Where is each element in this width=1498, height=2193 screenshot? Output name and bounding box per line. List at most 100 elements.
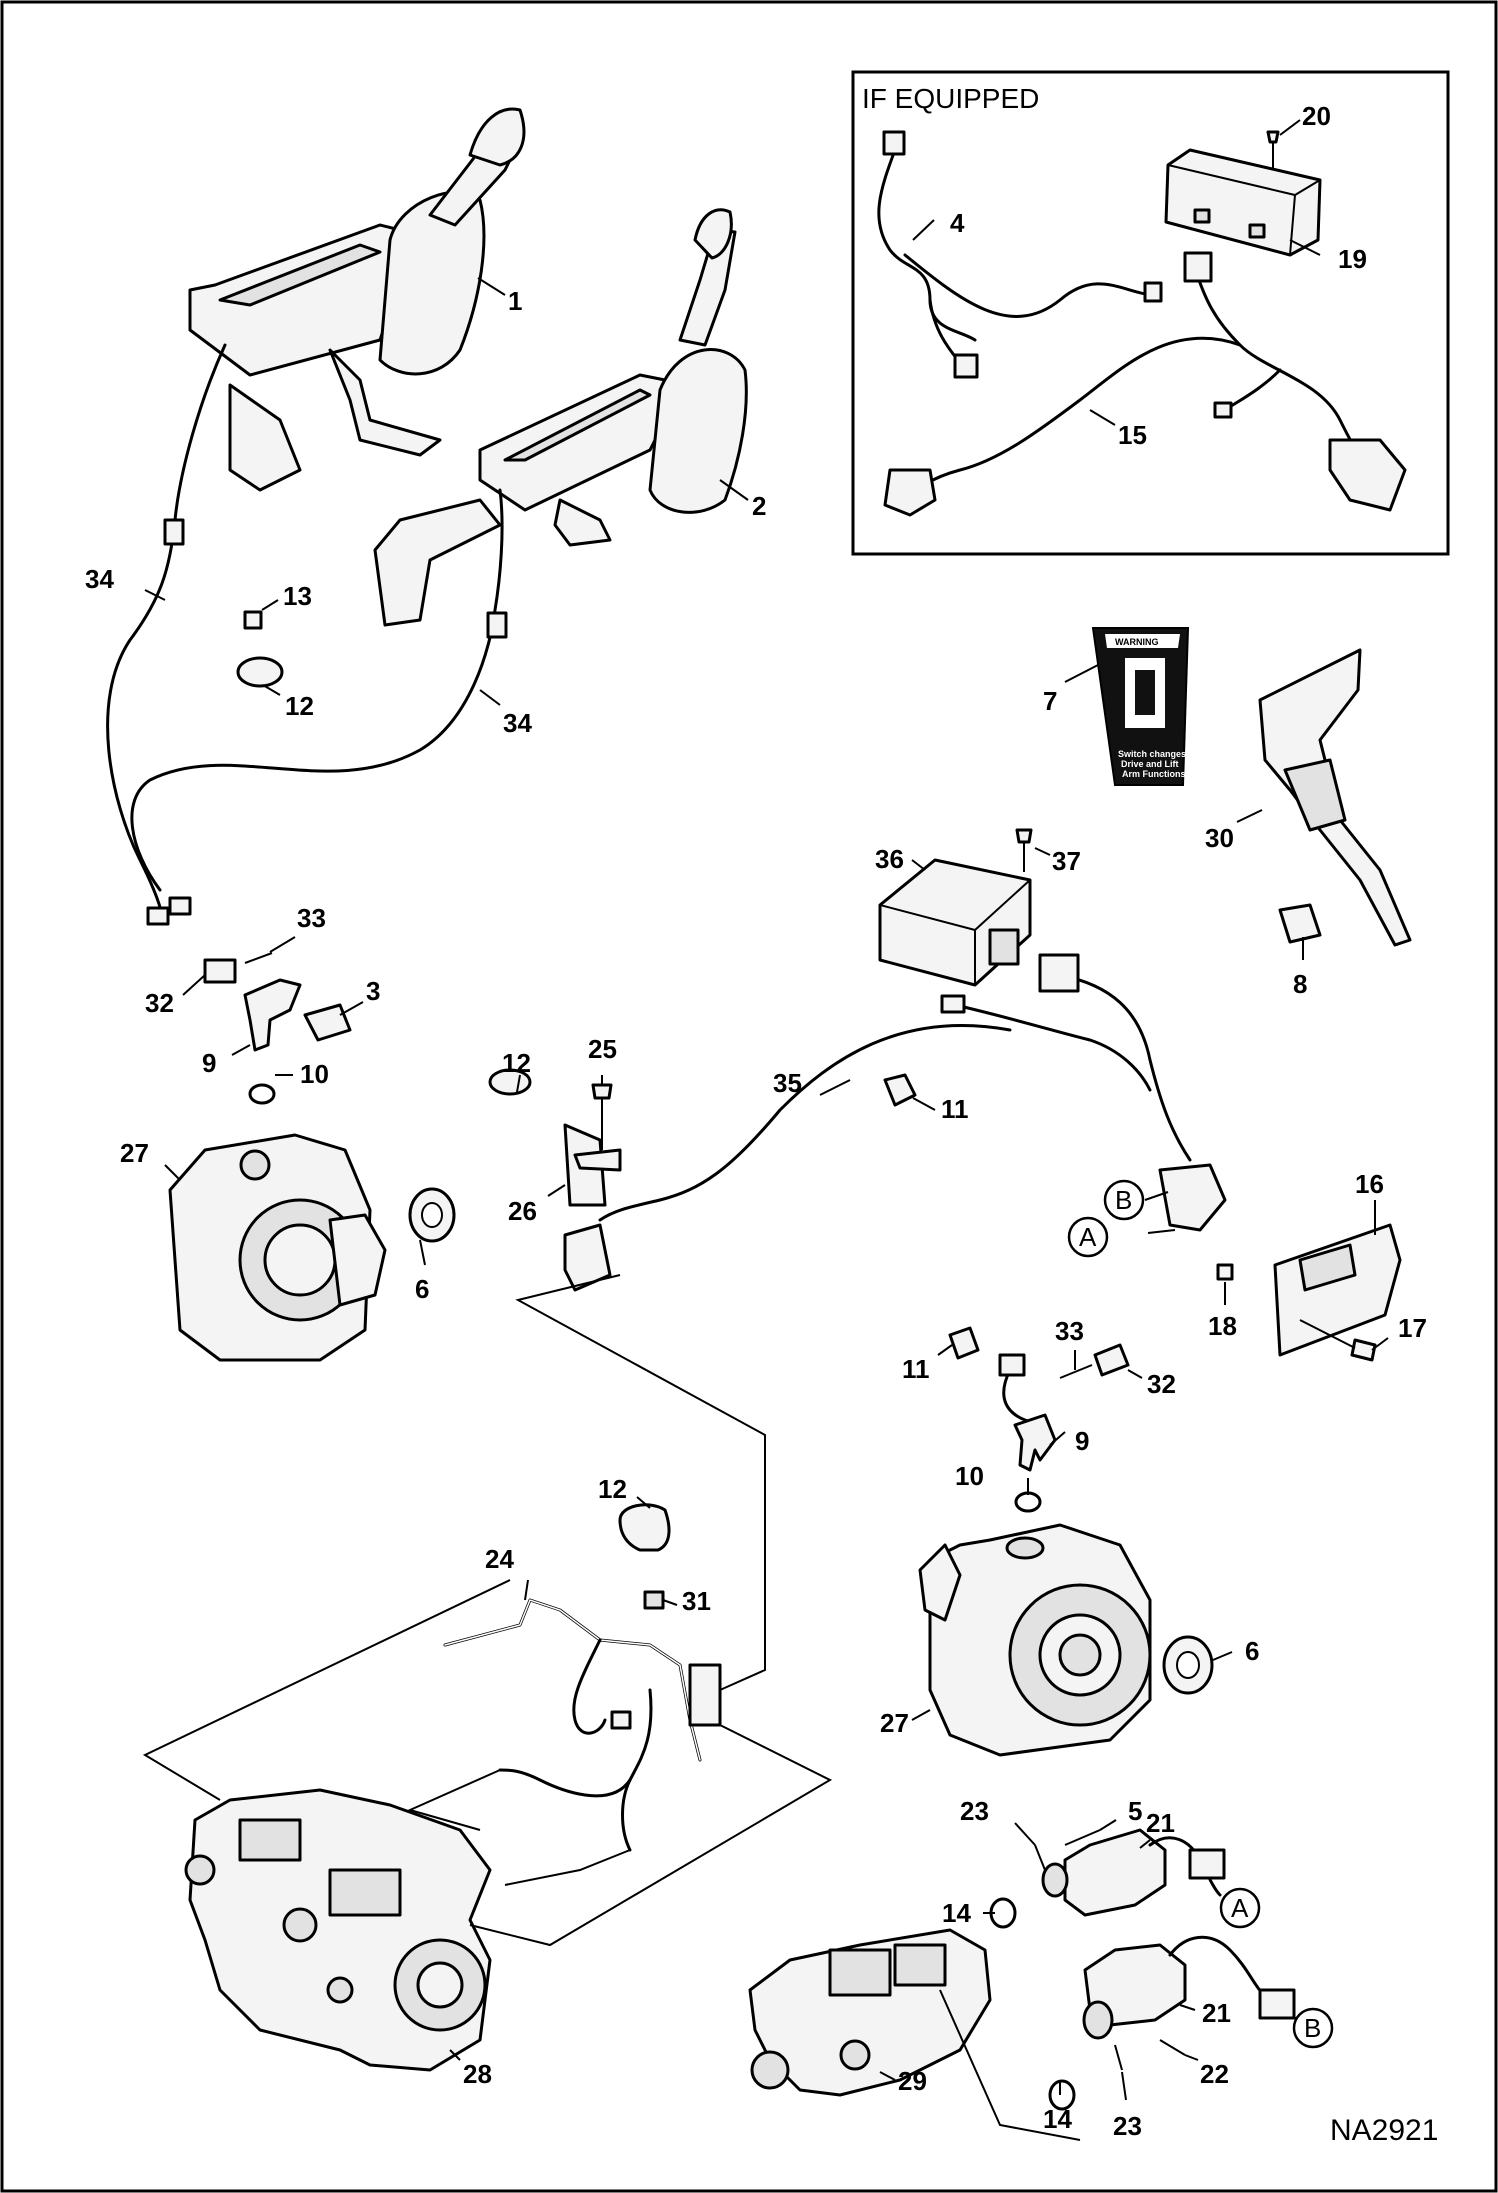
leader-1 [477, 277, 506, 296]
harness-34-right [130, 488, 504, 892]
callout-36: 36 [875, 844, 904, 874]
callout-11-lower: 11 [902, 1354, 930, 1384]
motor-27-left-sprocket [328, 1213, 387, 1307]
leader-13 [261, 599, 279, 611]
callout-22: 22 [1200, 2059, 1229, 2089]
harness-34-end-1 [146, 906, 170, 926]
joystick-2-top-panel [503, 388, 652, 462]
harness-24-trunk-inner [444, 1599, 701, 1761]
harness-35-connector-small [940, 994, 966, 1014]
leader-6-left [419, 1239, 426, 1266]
callout-26: 26 [508, 1196, 537, 1226]
leader-2 [719, 479, 749, 501]
connector-32-right [1093, 1343, 1130, 1377]
motor-27-right [918, 1523, 1152, 1757]
seal-6-right-hole [1176, 1651, 1200, 1679]
routing-lines [142, 1274, 1081, 2141]
callout-19: 19 [1338, 244, 1367, 274]
harness-4-branch [877, 148, 977, 342]
leader-letter-b-upper [1144, 1191, 1169, 1201]
controller-36 [878, 858, 1032, 987]
leader-37 [1034, 847, 1051, 856]
leader-letter-a-upper [1147, 1229, 1176, 1234]
leader-32-left [182, 974, 206, 996]
solenoid-21-lower-connector [1258, 1988, 1296, 2020]
harness-15-connector-mid [1213, 401, 1233, 419]
letter-circle-a-lower [1219, 1887, 1261, 1929]
harness-24-branch-2 [498, 1688, 653, 1798]
leader-7 [1064, 664, 1099, 683]
leader-4 [912, 219, 935, 241]
harness-34-connector-left [163, 518, 185, 546]
callout-12-upper: 12 [285, 691, 314, 721]
callout-14-lower: 14 [1043, 2104, 1072, 2134]
callout-31: 31 [682, 1586, 711, 1616]
callout-18: 18 [1208, 1311, 1237, 1341]
harness-15-connector-left [883, 468, 937, 517]
callouts: 1 2 3 4 5 6 6 7 8 9 9 10 10 11 11 12 12 … [85, 101, 1427, 2141]
callout-17: 17 [1398, 1313, 1427, 1343]
clamp-12-upper [236, 656, 284, 688]
letter-a-lower: A [1231, 1893, 1249, 1923]
callout-10-left: 10 [300, 1059, 329, 1089]
harness-35-connector-group [1158, 1163, 1227, 1232]
o-ring-10-right [1014, 1491, 1042, 1513]
callout-23-upper: 23 [960, 1796, 989, 1826]
leader-29 [879, 2071, 896, 2081]
callout-2: 2 [752, 491, 766, 521]
bracket-16 [1273, 1223, 1402, 1357]
solenoid-21-upper [1063, 1828, 1167, 1917]
module-19-tab [1193, 208, 1211, 224]
callout-23-lower: 23 [1113, 2111, 1142, 2141]
callout-34-right: 34 [503, 708, 532, 738]
route-24-to-pump-28-b [407, 1769, 501, 1831]
decal-7-warning-bar [1105, 634, 1180, 648]
leader-31 [662, 1599, 678, 1606]
solenoid-21-upper-nut [1041, 1862, 1069, 1898]
pump-28-shaft [416, 1961, 464, 2009]
harness-24-branch-3 [621, 1778, 632, 1852]
harness-35-main [598, 1024, 1012, 1222]
solenoid-21-upper-connector [1188, 1848, 1226, 1880]
clip-8 [1278, 903, 1322, 944]
pump-28-port-2 [282, 1907, 318, 1943]
pump-28-port-3 [326, 1976, 354, 2004]
harness-15-left [903, 336, 1242, 502]
harness-24-connector [688, 1663, 722, 1727]
callout-9-right: 9 [1075, 1426, 1089, 1456]
callout-24: 24 [485, 1544, 514, 1574]
leader-12-lower [636, 1496, 651, 1509]
harness-15-connector-top [1183, 251, 1213, 283]
o-ring-10-left [248, 1083, 276, 1105]
callout-9-left: 9 [202, 1048, 216, 1078]
sensor-9-left [243, 978, 302, 1052]
leader-22 [1184, 2054, 1199, 2061]
harness-34-left [106, 343, 227, 917]
harness-15-right [1193, 266, 1367, 462]
nut-13 [243, 610, 263, 630]
leader-26 [547, 1184, 566, 1197]
callout-14-upper: 14 [942, 1898, 971, 1928]
screw-20 [1266, 130, 1280, 144]
leader-12-mid [516, 1074, 521, 1093]
leader-34-left [144, 589, 166, 601]
motor-27-left-port [239, 1149, 271, 1181]
joystick-1-mount [328, 348, 442, 457]
harness-15-connector-right [1328, 438, 1407, 512]
callout-35: 35 [773, 1068, 802, 1098]
motor-27-left-hub [263, 1223, 337, 1297]
route-24-to-pump-28-d [469, 1724, 833, 1947]
callout-29: 29 [898, 2066, 927, 2096]
leader-35 [819, 1079, 851, 1096]
sensor-9-right [1013, 1413, 1057, 1472]
leader-24 [524, 1579, 529, 1601]
pump-28 [184, 1788, 492, 2072]
callout-6-right: 6 [1245, 1636, 1259, 1666]
joystick-1-grip [468, 107, 526, 167]
callout-27-left: 27 [120, 1138, 149, 1168]
decal-7-line-1: Switch changes [1118, 749, 1186, 759]
panel-30 [1258, 648, 1412, 947]
joystick-1-top-panel [218, 243, 382, 307]
bolt-17 [1350, 1338, 1377, 1362]
callout-4: 4 [950, 208, 965, 238]
